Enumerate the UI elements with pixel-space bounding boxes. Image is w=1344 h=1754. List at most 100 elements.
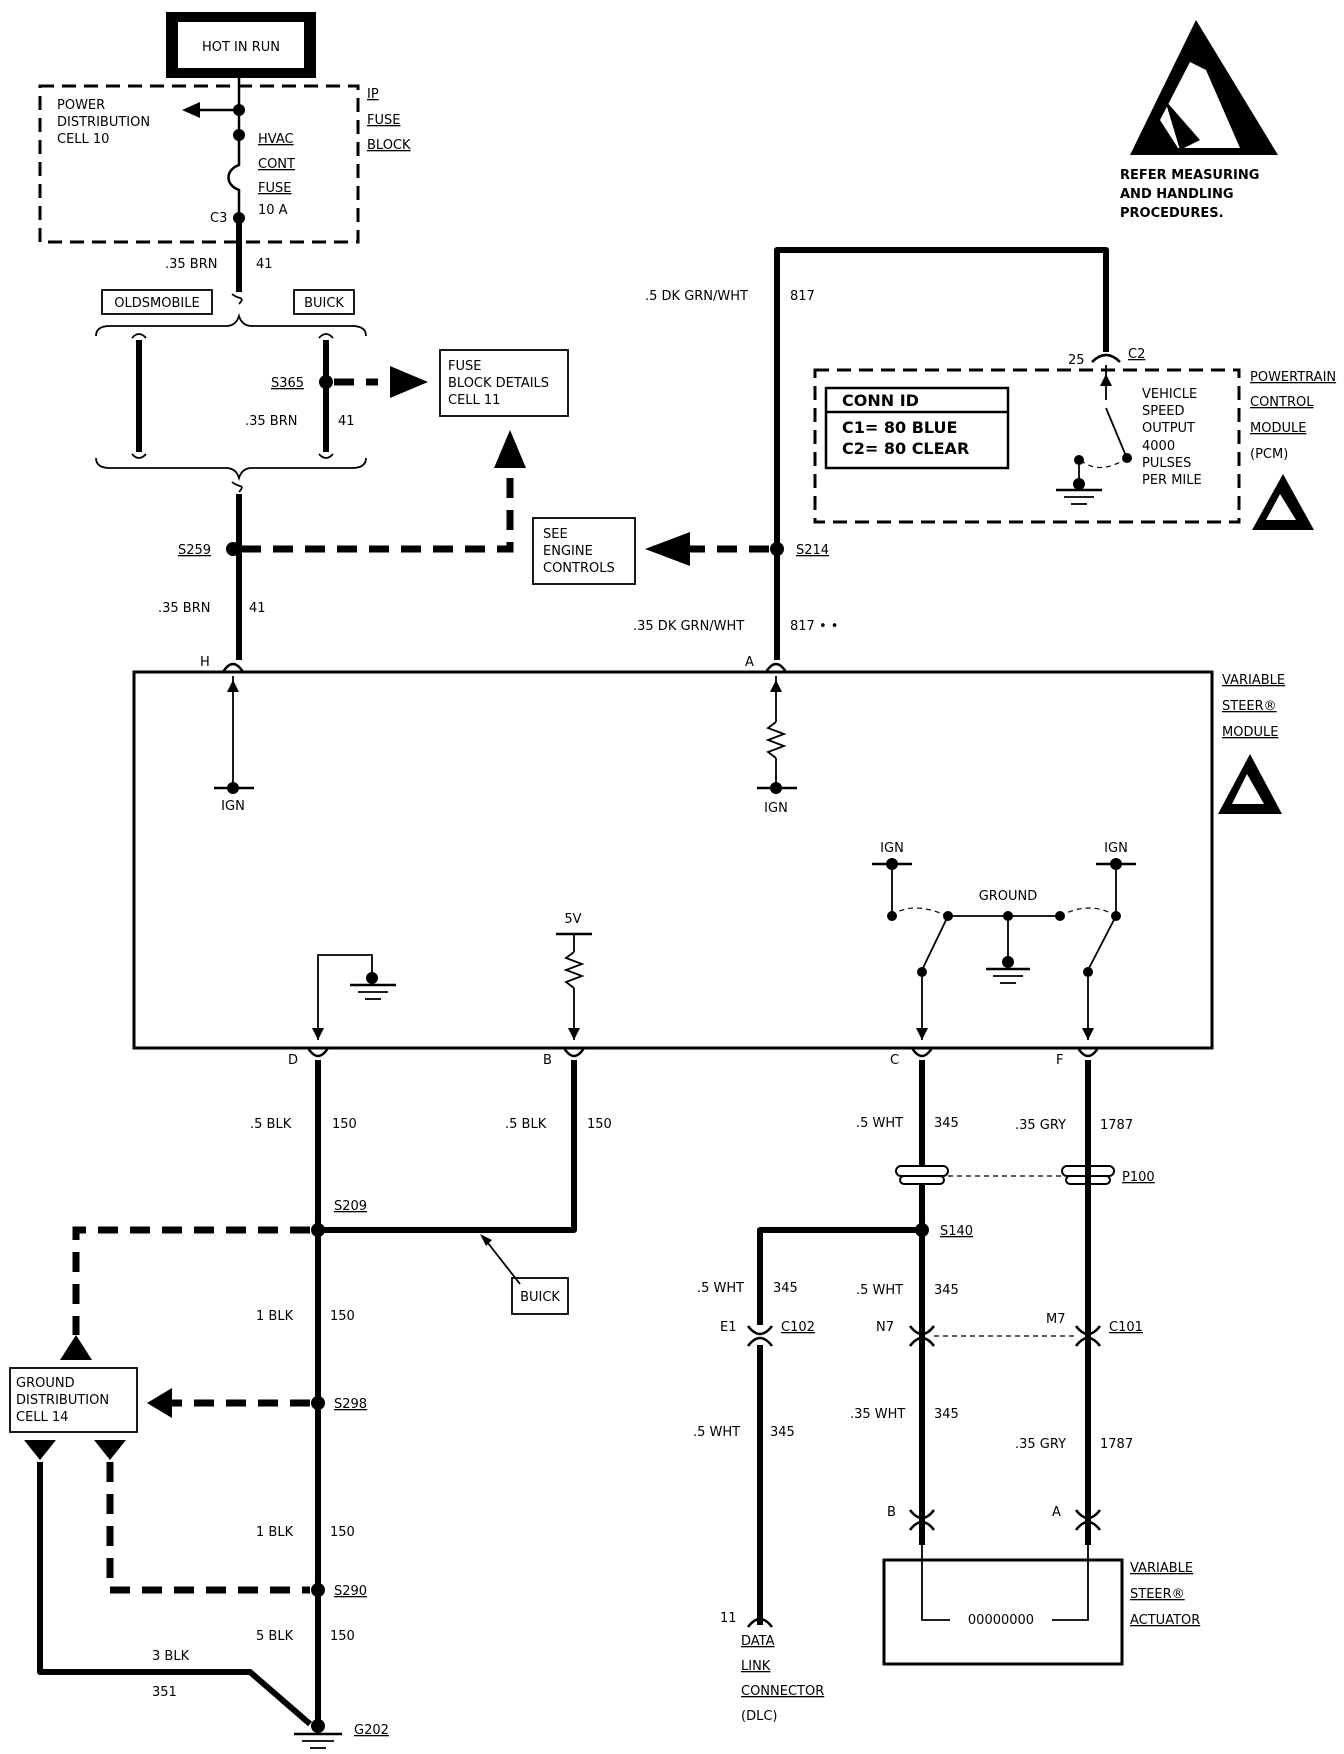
pin-a-arrow — [770, 680, 782, 692]
oldsmobile-wire-cap-top — [131, 333, 147, 339]
vso-label-6: PER MILE — [1142, 473, 1202, 488]
s298-splice-dot — [311, 1396, 325, 1410]
actuator-lead-b — [921, 1545, 950, 1621]
esd-note-line-2: AND HANDLING — [1120, 187, 1234, 202]
vso-label-1: VEHICLE — [1142, 387, 1197, 402]
pcm-outline — [813, 368, 1241, 524]
pin-d-arrow — [312, 1028, 324, 1040]
blk1b-size: 1 BLK — [256, 1525, 294, 1540]
fuse-label-2: CONT — [258, 157, 295, 172]
hvac-fuse-symbol — [227, 135, 241, 215]
esd-warning-symbol — [1130, 20, 1278, 155]
dlc-label-2: LINK — [741, 1659, 771, 1674]
ground-distribution-2: DISTRIBUTION — [16, 1393, 109, 1408]
buick-note-leader — [483, 1237, 521, 1285]
s365-label: S365 — [271, 376, 304, 391]
actuator-a-terminal-top — [1075, 1509, 1101, 1520]
s259-reference-arrow — [494, 430, 526, 468]
ip-fuse-block-title-1: IP — [367, 87, 379, 102]
actuator-coil: 00000000 — [968, 1613, 1034, 1628]
pin-a-resistor — [765, 721, 787, 759]
pcm-title-2: CONTROL — [1250, 395, 1314, 410]
variant-bottom-brace — [95, 457, 367, 482]
pin-c-label: C — [890, 1053, 899, 1068]
pcm-switch-dashed — [1079, 457, 1128, 469]
oldsmobile-label: OLDSMOBILE — [114, 296, 199, 311]
n7-pin-label: N7 — [876, 1320, 894, 1335]
conn-id-title: CONN ID — [842, 391, 919, 410]
actuator-box — [882, 1558, 1124, 1666]
p100-label: P100 — [1122, 1170, 1155, 1185]
pin-c-wire-circuit: 345 — [934, 1116, 959, 1131]
pin-b-wire-circuit: 150 — [587, 1117, 612, 1132]
pin-d-wire-size: .5 BLK — [250, 1117, 292, 1132]
pin-b-label: B — [543, 1053, 552, 1068]
pin-h-label: H — [200, 655, 210, 670]
pin-b-terminal — [562, 1047, 586, 1058]
ip-fuse-block-title-3: BLOCK — [367, 138, 411, 153]
vs-module-title-3: MODULE — [1222, 725, 1278, 740]
vso-label-2: SPEED — [1142, 404, 1185, 419]
engine-controls-3: CONTROLS — [543, 561, 615, 576]
wire-351-reference-arrow — [24, 1440, 56, 1460]
blk1b-circuit: 150 — [330, 1525, 355, 1540]
pin-c-wire-size: .5 WHT — [856, 1116, 903, 1131]
c102-terminal-bottom — [747, 1336, 773, 1347]
wire-351 — [37, 1462, 312, 1727]
pcm-internal-arrow — [1100, 374, 1112, 386]
blk3-circuit: 351 — [152, 1685, 177, 1700]
switch-f-dashed-link — [1059, 907, 1117, 917]
s259-label: S259 — [178, 543, 211, 558]
pcm-title-4: (PCM) — [1250, 447, 1288, 462]
switch-c-dashed-link — [891, 907, 949, 917]
e1-wire-size: .5 WHT — [697, 1281, 744, 1296]
buick-note-box — [511, 1277, 569, 1315]
vso-label-5: PULSES — [1142, 456, 1191, 471]
wire-41-top-circuit: 41 — [256, 257, 273, 272]
s290-label: S290 — [334, 1584, 367, 1599]
conn-id-c1: C1= 80 BLUE — [842, 418, 957, 437]
variant-top-brace — [95, 312, 367, 337]
pin-b-resistor — [563, 951, 585, 989]
pin-b-arrow — [568, 1028, 580, 1040]
s259-splice-dot — [226, 542, 240, 556]
engine-controls-2: ENGINE — [543, 544, 593, 559]
p100-grommet-c — [895, 1165, 949, 1185]
wire-41-break — [231, 293, 243, 305]
ground-node — [1002, 956, 1014, 968]
hot-in-run-label: HOT IN RUN — [202, 40, 280, 55]
s298-reference-arrow — [147, 1388, 172, 1418]
5v-label: 5V — [564, 912, 581, 927]
esd-note-line-3: PROCEDURES. — [1120, 206, 1224, 221]
vs-module-esd-icon — [1218, 754, 1282, 814]
buick-note-arrow — [480, 1234, 492, 1246]
s209-reference-dash — [72, 1226, 310, 1335]
act-a-wire-circuit: 1787 — [1100, 1437, 1133, 1452]
fuse-label-3: FUSE — [258, 181, 291, 196]
conn-id-c2: C2= 80 CLEAR — [842, 439, 969, 458]
pin-f-arrow — [1082, 1028, 1094, 1040]
ground-distribution-3: CELL 14 — [16, 1410, 68, 1425]
dlc-pin-label: 11 — [720, 1611, 737, 1626]
dlc-label-1: DATA — [741, 1634, 775, 1649]
dlc-wire-size: .5 WHT — [693, 1425, 740, 1440]
oldsmobile-wire-cap-bottom — [131, 453, 147, 459]
actuator-title-3: ACTUATOR — [1130, 1613, 1200, 1628]
pin-a-label: A — [745, 655, 754, 670]
pin-f-wire-circuit: 1787 — [1100, 1118, 1133, 1133]
buick-label-box — [293, 289, 355, 315]
fuse-block-details-3: CELL 11 — [448, 393, 500, 408]
power-distribution-label-1: POWER — [57, 98, 105, 113]
power-distribution-label-2: DISTRIBUTION — [57, 115, 150, 130]
c102-label: C102 — [781, 1320, 815, 1335]
pin-d-internal — [317, 954, 373, 1040]
fuse-block-details-1: FUSE — [448, 359, 481, 374]
conn-id-box — [824, 386, 1010, 470]
ip-fuse-block-title-2: FUSE — [367, 113, 400, 128]
buick-note-label: BUICK — [520, 1290, 560, 1305]
wire-41-lower-break — [231, 481, 243, 493]
s214-reference-arrow — [645, 532, 690, 566]
pcm-title-3: MODULE — [1250, 421, 1306, 436]
switch-c-arm — [921, 915, 949, 971]
